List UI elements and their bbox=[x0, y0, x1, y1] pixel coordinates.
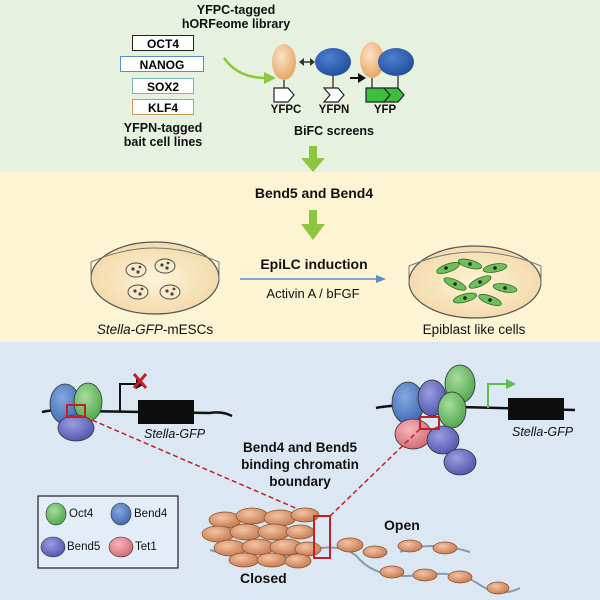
closed-chromatin-label: Closed bbox=[240, 570, 287, 586]
yfpn-construct bbox=[315, 48, 351, 103]
yfpc-label: YFPC bbox=[270, 104, 302, 116]
yfp-complex bbox=[360, 42, 414, 103]
boundary-box bbox=[313, 515, 331, 559]
bait-nanog: NANOG bbox=[120, 56, 204, 72]
induction-label: EpiLC induction bbox=[260, 256, 368, 272]
yfp-label: YFP bbox=[373, 104, 397, 116]
mesc-colonies bbox=[125, 258, 181, 300]
source-cells-reporter: Stella-GFP bbox=[96, 322, 163, 337]
induction-factors: Activin A / bFGF bbox=[266, 286, 360, 301]
repression-cross-icon bbox=[132, 373, 148, 389]
bait-caption-line-2: bait cell lines bbox=[123, 135, 203, 149]
induction-arrow bbox=[240, 275, 386, 283]
legend-tet1-swatch bbox=[108, 536, 134, 558]
yfpn-label: YFPN bbox=[318, 104, 350, 116]
epilc-cells bbox=[436, 258, 518, 306]
legend-oct4-label: Oct4 bbox=[69, 508, 94, 520]
legend-tet1-label: Tet1 bbox=[135, 541, 157, 553]
open-chromatin-nucleosomes bbox=[336, 537, 510, 595]
legend-bend4-label: Bend4 bbox=[134, 508, 168, 520]
boundary-caption-line-1: Bend4 and Bend5 bbox=[242, 440, 358, 455]
boundary-caption-line-3: boundary bbox=[269, 474, 331, 489]
down-arrow-1 bbox=[301, 146, 325, 172]
bifc-screens-label: BiFC screens bbox=[294, 124, 374, 138]
mesc-dish bbox=[90, 241, 220, 315]
down-arrow-2 bbox=[301, 210, 325, 240]
library-arrow bbox=[222, 57, 276, 84]
source-cells-label: Stella-GFP-mESCs bbox=[97, 322, 213, 337]
hits-label: Bend5 and Bend4 bbox=[254, 185, 374, 201]
target-cells-label: Epiblast like cells bbox=[422, 322, 526, 337]
library-title-line-1: YFPC-tagged bbox=[196, 3, 276, 17]
complex-arrow bbox=[350, 73, 366, 83]
source-cells-type: -mESCs bbox=[162, 322, 214, 337]
right-gene-block bbox=[508, 398, 564, 420]
legend-oct4-swatch bbox=[45, 502, 67, 526]
bait-caption-line-1: YFPN-tagged bbox=[123, 121, 203, 135]
screen-section bbox=[0, 0, 600, 172]
right-boundary-box bbox=[419, 416, 440, 430]
right-tf-cluster bbox=[391, 364, 477, 476]
boundary-zoom-lines bbox=[84, 416, 421, 517]
left-gene-label: Stella-GFP bbox=[144, 427, 206, 441]
closed-chromatin-nucleosomes bbox=[201, 507, 322, 569]
open-chromatin-label: Open bbox=[384, 517, 420, 533]
bait-sox2: SOX2 bbox=[132, 78, 194, 94]
left-tf-cluster bbox=[49, 382, 103, 442]
right-promoter-arrow bbox=[487, 379, 516, 408]
left-boundary-box bbox=[66, 404, 86, 418]
library-title-line-2: hORFeome library bbox=[181, 17, 291, 31]
right-gene-label: Stella-GFP bbox=[512, 425, 574, 439]
interaction-double-arrow bbox=[299, 58, 315, 66]
boundary-caption-line-2: binding chromatin bbox=[241, 457, 359, 472]
yfpc-construct bbox=[272, 44, 296, 103]
bait-oct4: OCT4 bbox=[132, 35, 194, 51]
legend-bend5-label: Bend5 bbox=[67, 541, 101, 553]
left-gene-block bbox=[138, 400, 194, 424]
legend-bend4-swatch bbox=[110, 502, 132, 526]
bait-klf4: KLF4 bbox=[132, 99, 194, 115]
legend-bend5-swatch bbox=[40, 536, 66, 558]
